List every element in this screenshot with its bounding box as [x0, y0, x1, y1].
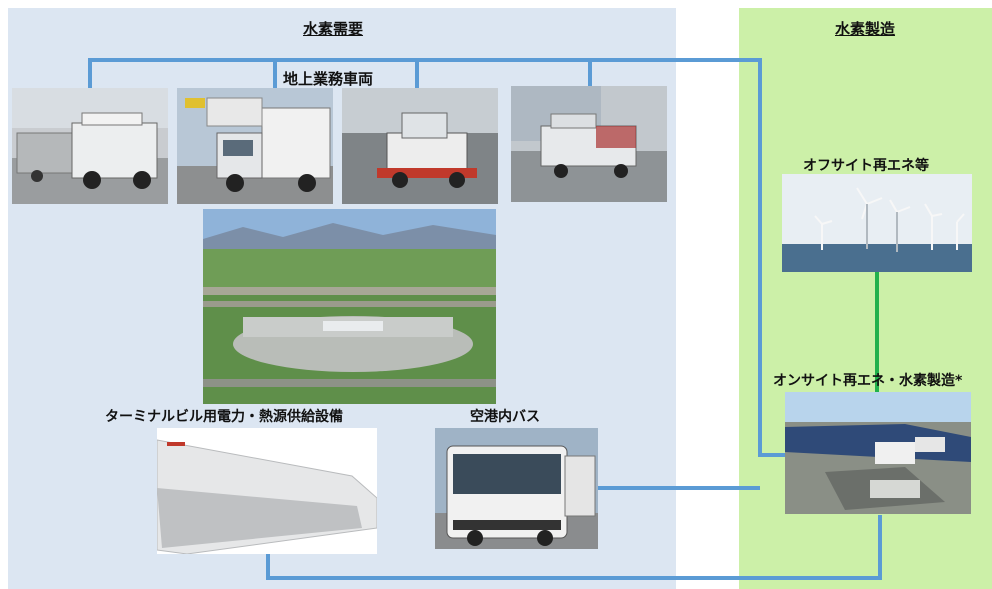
- production-title: 水素製造: [835, 20, 896, 38]
- demand-title: 水素需要: [303, 20, 364, 38]
- offsite-windfarm-photo: [782, 174, 972, 272]
- offsite-label: オフサイト再エネ等: [803, 158, 929, 174]
- terminal-equipment-photo: [157, 428, 377, 554]
- onsite-label: オンサイト再エネ・水素製造*: [773, 373, 963, 389]
- airport-bus-photo: [435, 428, 598, 549]
- terminal-supply-line: [266, 515, 882, 580]
- vehicle-photo-pushback-tug: [342, 88, 498, 204]
- vehicle-photo-tractor: [12, 88, 168, 204]
- bus-label: 空港内バス: [470, 409, 540, 425]
- terminal-label: ターミナルビル用電力・熱源供給設備: [105, 409, 343, 425]
- ground-vehicles-label: 地上業務車両: [283, 70, 374, 88]
- vehicle-photo-catering-truck: [177, 88, 333, 204]
- vehicle-photo-cargo-cart: [511, 86, 667, 202]
- demand-supply-line: [88, 58, 785, 457]
- airport-aerial-photo: [203, 209, 496, 404]
- onsite-production-photo: [785, 392, 971, 514]
